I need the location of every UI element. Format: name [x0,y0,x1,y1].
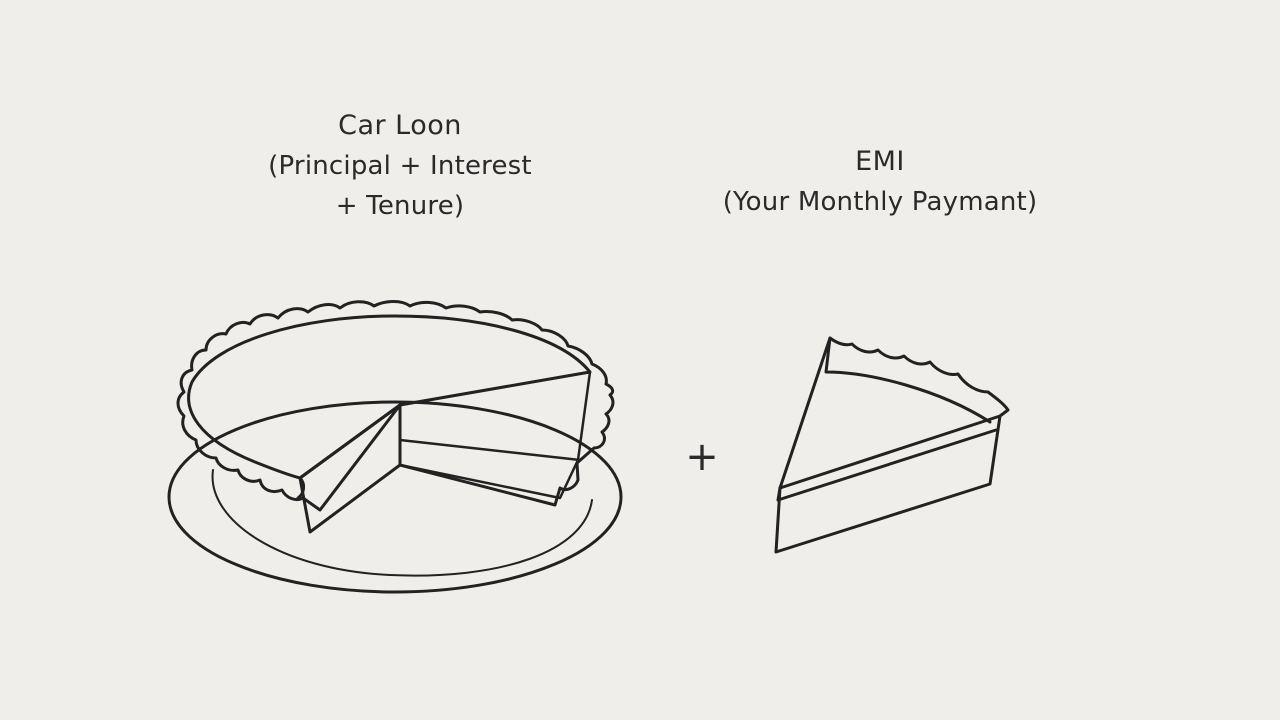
loan-title: Car Loon [338,110,462,141]
plus-operator: + [685,434,719,480]
emi-title: EMI [855,146,905,177]
emi-subtitle: (Your Monthly Paymant) [722,187,1038,217]
loan-subtitle-line-2: + Tenure) [335,191,465,221]
emi-caption: EMI (Your Monthly Paymant) [670,142,1090,222]
pie-slice-icon [774,336,1010,554]
loan-subtitle-line-1: (Principal + Interest [268,151,532,181]
loan-caption: Car Loon (Principal + Interest + Tenure) [210,106,590,226]
whole-pie-icon [176,300,615,534]
plate-icon [167,400,623,594]
